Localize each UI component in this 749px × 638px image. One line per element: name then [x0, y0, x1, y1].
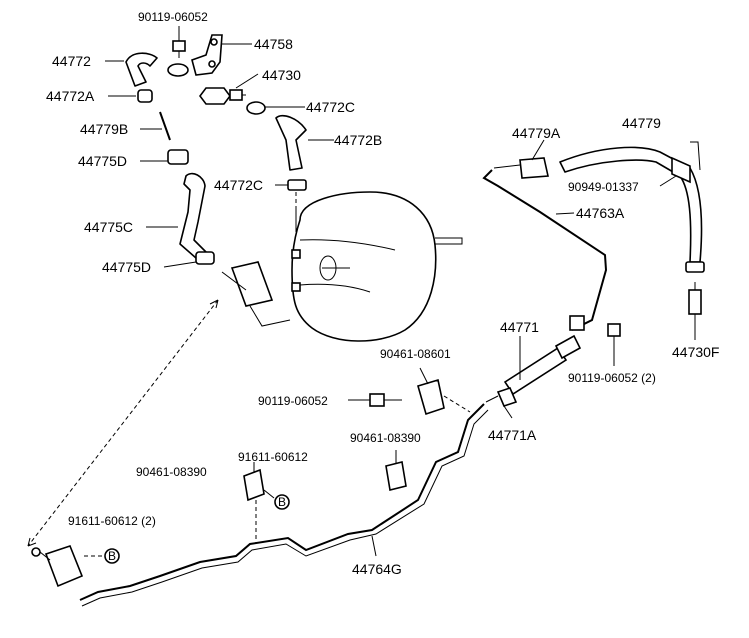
label-44772B: 44772B — [334, 132, 382, 148]
label-90949-01337: 90949-01337 — [568, 180, 639, 194]
label-44772C-mid: 44772C — [214, 177, 263, 193]
label-ref-B2: B — [108, 549, 116, 563]
label-90461-08601: 90461-08601 — [380, 347, 451, 361]
upper-hose-group — [105, 26, 334, 327]
label-90119-06052-mid: 90119-06052 — [258, 394, 328, 408]
label-44758: 44758 — [254, 36, 293, 52]
label-44763A: 44763A — [576, 205, 625, 221]
label-44771: 44771 — [500, 319, 539, 335]
label-44730F: 44730F — [672, 344, 719, 360]
reference-arrow — [27, 299, 219, 547]
clips-group — [84, 367, 471, 564]
tank-assembly — [485, 334, 582, 419]
label-44779A: 44779A — [512, 125, 561, 141]
label-44775D-bot: 44775D — [102, 259, 151, 275]
label-90461-08390-right: 90461-08390 — [350, 431, 421, 445]
label-44775C: 44775C — [84, 219, 133, 235]
label-91611-60612: 91611-60612 — [238, 450, 308, 464]
label-44772A: 44772A — [46, 88, 95, 104]
label-44772C-top: 44772C — [306, 99, 355, 115]
brake-booster — [291, 191, 463, 342]
label-ref-B1: B — [278, 495, 286, 509]
labels: 90119-06052 44758 44772 44730 44772A 447… — [46, 10, 719, 577]
label-44775D-top: 44775D — [78, 153, 127, 169]
label-44771A: 44771A — [488, 427, 537, 443]
label-44764G: 44764G — [352, 561, 402, 577]
label-44772: 44772 — [52, 53, 91, 69]
label-91611-60612-2: 91611-60612 (2) — [68, 514, 156, 528]
label-90119-06052-top: 90119-06052 — [138, 10, 208, 24]
lower-tube — [31, 403, 489, 607]
label-44730: 44730 — [262, 67, 301, 83]
label-44779: 44779 — [622, 115, 661, 131]
right-hose-group — [482, 139, 705, 366]
label-44779B: 44779B — [80, 121, 128, 137]
label-90461-08390-left: 90461-08390 — [136, 465, 207, 479]
label-90119-06052-2: 90119-06052 (2) — [568, 371, 656, 385]
